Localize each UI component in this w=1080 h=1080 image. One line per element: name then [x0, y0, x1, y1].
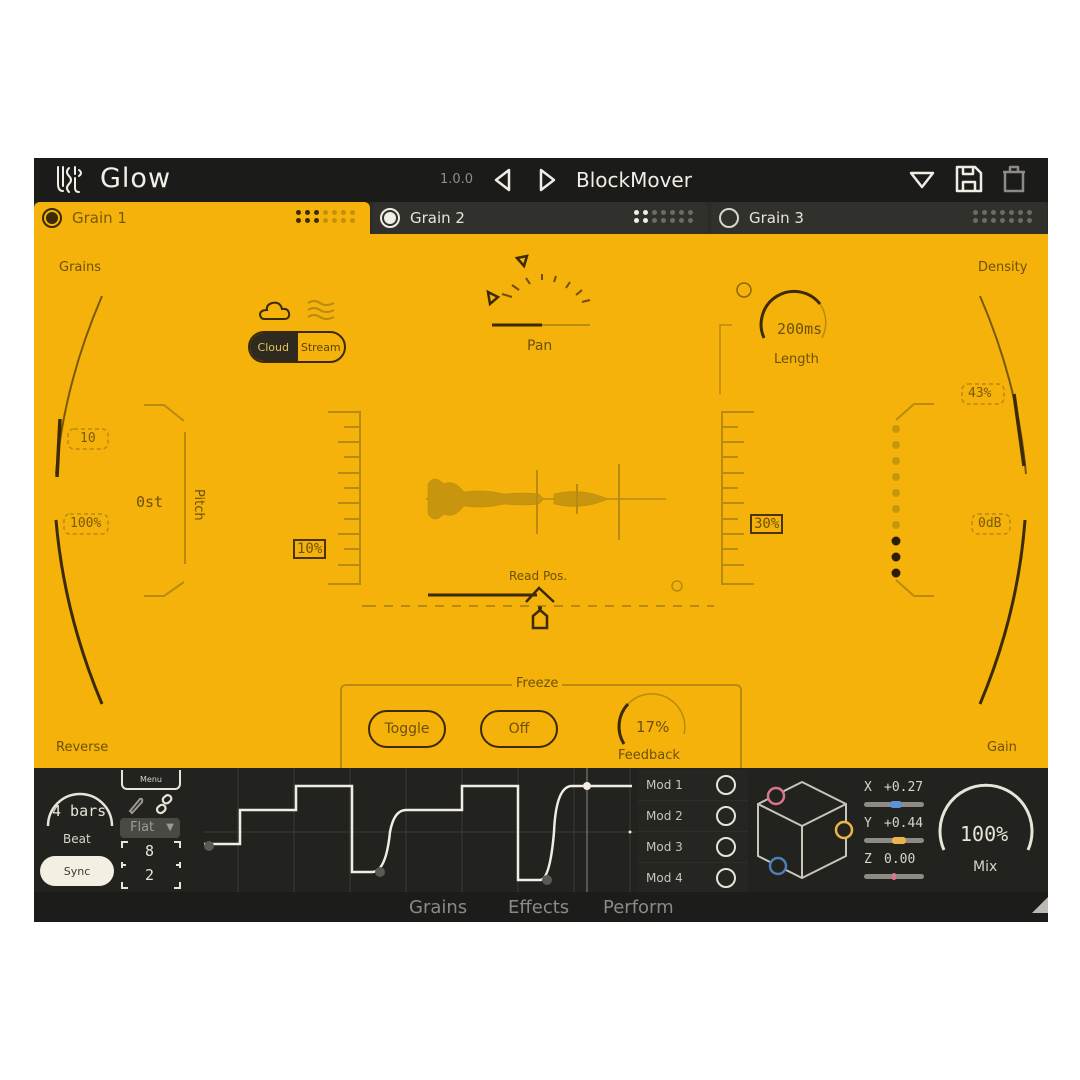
chevron-down-icon: ▼	[166, 822, 174, 833]
header-bar: Glow 1.0.0 BlockMover	[34, 158, 1048, 202]
version-label: 1.0.0	[440, 172, 474, 187]
pencil-icon[interactable]	[126, 795, 146, 819]
level-meter	[891, 425, 901, 578]
lfo-graph[interactable]	[204, 768, 636, 892]
x-label: X	[864, 780, 872, 795]
beat-knob[interactable]	[40, 774, 120, 834]
cloud-icon	[256, 298, 292, 326]
stream-option[interactable]: Stream	[296, 333, 345, 361]
mod-slot-1[interactable]: Mod 1	[638, 770, 748, 801]
grains-label: Grains	[59, 260, 102, 275]
density-label: Density	[978, 260, 1028, 275]
curve-type-select[interactable]: Flat ▼	[120, 818, 180, 838]
next-preset-icon[interactable]	[536, 167, 558, 197]
freeze-section: Freeze Toggle Off 17% Feedback	[340, 676, 742, 774]
xyz-cube-icon[interactable]	[754, 774, 858, 890]
prev-preset-icon[interactable]	[492, 167, 514, 197]
mix-knob[interactable]	[936, 778, 1036, 858]
sync-button[interactable]: Sync	[40, 856, 114, 886]
grain-activity-dots	[973, 210, 1037, 223]
tab-grain-3[interactable]: Grain 3	[711, 202, 1047, 234]
cloud-option[interactable]: Cloud	[250, 333, 297, 361]
mod-1-target-icon[interactable]	[716, 775, 736, 795]
right-scale-value[interactable]: 30%	[750, 514, 784, 534]
length-label: Length	[774, 352, 819, 367]
z-value[interactable]: 0.00	[884, 852, 916, 867]
page-tab-effects[interactable]: Effects	[508, 897, 570, 918]
pan-dial	[501, 274, 591, 303]
save-icon[interactable]	[954, 164, 984, 198]
stream-icon	[306, 298, 340, 326]
page-tab-perform[interactable]: Perform	[603, 897, 674, 918]
left-scale-value[interactable]: 10%	[293, 539, 327, 559]
page-tabs: Grains Effects Perform	[34, 892, 1048, 922]
tab-label: Grain 1	[72, 209, 127, 227]
gain-label: Gain	[987, 740, 1017, 755]
mix-label: Mix	[973, 859, 998, 875]
preset-name[interactable]: BlockMover	[576, 168, 692, 192]
freeze-title: Freeze	[512, 676, 563, 691]
pitch-value[interactable]: 0st	[136, 493, 164, 511]
tab-label: Grain 2	[410, 209, 465, 227]
curve-type-value: Flat	[130, 820, 155, 835]
waveform	[426, 464, 666, 540]
reverse-value[interactable]: 100%	[70, 516, 102, 531]
mod-4-target-icon[interactable]	[716, 868, 736, 888]
mod-slot-3[interactable]: Mod 3	[638, 832, 748, 863]
read-pos-label: Read Pos.	[509, 569, 568, 583]
pitch-label: Pitch	[191, 489, 206, 521]
feedback-label: Feedback	[618, 748, 680, 763]
y-value[interactable]: +0.44	[884, 816, 924, 831]
grain-activity-dots	[634, 210, 698, 223]
freeze-off-button[interactable]: Off	[480, 710, 558, 748]
x-slider[interactable]	[864, 801, 924, 808]
density-value[interactable]: 43%	[968, 386, 992, 401]
link-icon[interactable]	[154, 794, 176, 820]
grain-activity-dots	[296, 210, 360, 223]
x-value[interactable]: +0.27	[884, 780, 924, 795]
mod-slot-2[interactable]: Mod 2	[638, 801, 748, 832]
mix-value[interactable]: 100%	[960, 822, 1009, 846]
y-slider[interactable]	[864, 837, 924, 844]
ratio-brackets	[121, 841, 181, 889]
modulation-panel: 4 bars Beat Sync Menu Flat ▼ 8 2	[34, 768, 1048, 922]
beat-label: Beat	[63, 832, 91, 846]
preset-dropdown-icon[interactable]	[908, 170, 936, 194]
grain-editor-panel: Grains 10 100% Reverse 0st Pitch Cloud S…	[34, 234, 1048, 774]
grain-tabs: Grain 1 Grain 2 Grain 3	[34, 202, 1048, 234]
mod-slots: Mod 1 Mod 2 Mod 3 Mod 4	[638, 770, 748, 894]
denominator-value[interactable]: 2	[145, 866, 155, 884]
length-value[interactable]: 200ms	[777, 320, 823, 338]
logo-icon	[52, 164, 86, 200]
resize-handle[interactable]	[1032, 897, 1048, 913]
beat-value[interactable]: 4 bars	[52, 802, 107, 820]
freeze-toggle-button[interactable]: Toggle	[368, 710, 446, 748]
reverse-label: Reverse	[56, 740, 109, 755]
gain-value[interactable]: 0dB	[978, 516, 1002, 531]
page-tab-grains[interactable]: Grains	[409, 897, 468, 918]
tab-grain-1[interactable]: Grain 1	[34, 202, 370, 234]
menu-button[interactable]: Menu	[121, 770, 181, 790]
trash-icon[interactable]	[1000, 164, 1028, 198]
cloud-stream-toggle[interactable]: Cloud Stream	[248, 331, 346, 363]
pan-label: Pan	[527, 338, 553, 354]
z-slider[interactable]	[864, 873, 924, 880]
numerator-value[interactable]: 8	[145, 842, 155, 860]
tab-grain-2[interactable]: Grain 2	[372, 202, 708, 234]
tab-label: Grain 3	[749, 209, 804, 227]
z-label: Z	[864, 852, 872, 867]
radio-grain-2[interactable]	[380, 208, 400, 228]
grains-value[interactable]: 10	[80, 431, 96, 446]
radio-grain-1[interactable]	[42, 208, 62, 228]
radio-grain-3[interactable]	[719, 208, 739, 228]
mod-2-target-icon[interactable]	[716, 806, 736, 826]
mod-3-target-icon[interactable]	[716, 837, 736, 857]
y-label: Y	[864, 816, 872, 831]
glow-plugin-window: Glow 1.0.0 BlockMover Grain 1	[34, 158, 1048, 922]
panel-linework	[54, 254, 1027, 745]
feedback-value[interactable]: 17%	[636, 718, 670, 736]
mod-slot-4[interactable]: Mod 4	[638, 863, 748, 894]
app-brand: Glow	[100, 163, 172, 194]
